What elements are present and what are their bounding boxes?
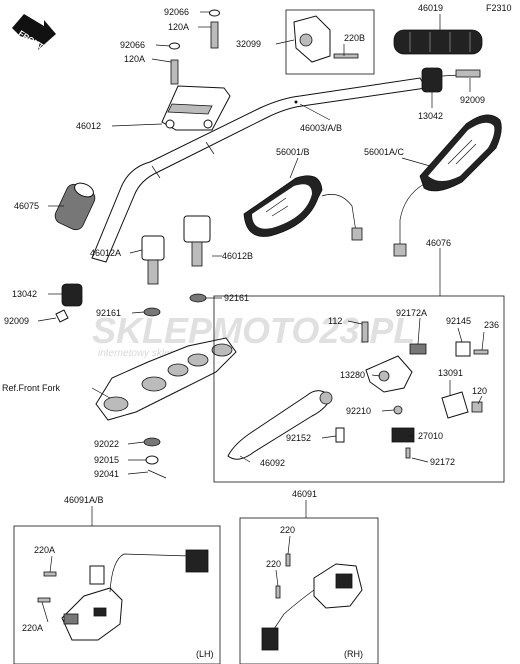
callout-220b: 220B <box>344 33 365 43</box>
callout-rh: (RH) <box>344 649 363 659</box>
bar-end-weight-left <box>55 283 83 323</box>
callout-220a-1: 220A <box>34 545 55 555</box>
callout-92172a: 92172A <box>396 308 427 318</box>
callout-13091: 13091 <box>438 368 463 378</box>
callout-92210: 92210 <box>346 406 371 416</box>
callout-46012a: 46012A <box>90 248 121 258</box>
lh-switch-box <box>13 525 221 664</box>
callout-92009-left: 92009 <box>4 316 29 326</box>
callout-220a-2: 220A <box>22 623 43 633</box>
callout-32099: 32099 <box>236 39 261 49</box>
callout-92022: 92022 <box>94 439 119 449</box>
callout-46092: 46092 <box>260 458 285 468</box>
throttle-housing <box>293 15 359 63</box>
callout-120a-top: 120A <box>168 22 189 32</box>
callout-46091: 46091 <box>292 489 317 499</box>
right-grip <box>393 29 483 55</box>
rh-switch-box <box>239 517 379 664</box>
clutch-lever-box <box>213 295 505 483</box>
callout-92066-mid: 92066 <box>120 40 145 50</box>
handlebar-holder-left <box>141 235 165 285</box>
callout-92066-top: 92066 <box>164 7 189 17</box>
callout-120: 120 <box>472 386 487 396</box>
callout-92009-right: 92009 <box>460 95 485 105</box>
mirror-right <box>393 114 502 257</box>
callout-labels: 92066 120A 92066 120A 46012 46075 46012A… <box>2 3 499 659</box>
callout-13280: 13280 <box>340 370 365 380</box>
callout-46091a-b: 46091A/B <box>64 495 104 505</box>
bar-end-weight-right <box>421 67 481 93</box>
upper-triple-clamp <box>95 337 237 421</box>
callout-220-2: 220 <box>266 559 281 569</box>
callout-92161-left: 92161 <box>96 308 121 318</box>
clutch-lever-holder <box>335 321 489 459</box>
mirror-left <box>243 175 363 241</box>
watermark-brand: SKLEPMOTO23.PL <box>92 310 415 351</box>
callout-27010: 27010 <box>418 431 443 441</box>
figure-code: F2310 <box>486 3 512 13</box>
watermark-tagline: internetowy sklep motocyklowy <box>98 348 236 359</box>
leader-lines <box>37 11 485 623</box>
clutch-lever <box>227 390 333 460</box>
callout-92145: 92145 <box>446 316 471 326</box>
callout-112: 112 <box>328 316 342 326</box>
callout-13042-right: 13042 <box>418 111 443 121</box>
callout-92172: 92172 <box>430 457 455 467</box>
callout-46003-a-b: 46003/A/B <box>300 123 342 133</box>
handlebar-top-clamp <box>161 85 231 131</box>
rh-switch-housing <box>261 553 363 651</box>
callout-46076: 46076 <box>426 238 451 248</box>
callout-92152: 92152 <box>286 433 311 443</box>
callout-220-1: 220 <box>280 525 295 535</box>
callout-46019: 46019 <box>418 3 443 13</box>
callout-46075: 46075 <box>14 201 39 211</box>
callout-46012: 46012 <box>76 121 101 131</box>
clamp-bolt-lower <box>169 42 180 85</box>
callout-92161-right: 92161 <box>224 293 249 303</box>
left-grip <box>54 182 96 231</box>
callout-ref-front-fork: Ref.Front Fork <box>2 383 61 393</box>
front-arrow-icon: FRONT <box>12 14 56 51</box>
callout-92015: 92015 <box>94 455 119 465</box>
callout-120a-mid: 120A <box>124 54 145 64</box>
clamp-bolt-upper <box>209 9 220 49</box>
callout-56001-b: 56001/B <box>276 147 310 157</box>
callout-56001a-c: 56001A/C <box>364 147 405 157</box>
callout-lh: (LH) <box>196 649 214 659</box>
callout-46012b: 46012B <box>222 251 253 261</box>
callout-92041: 92041 <box>94 469 119 479</box>
handlebar-holder-right <box>183 215 211 267</box>
callout-13042-left: 13042 <box>12 289 37 299</box>
lh-switch-housing <box>37 549 209 641</box>
callout-236: 236 <box>484 320 499 330</box>
